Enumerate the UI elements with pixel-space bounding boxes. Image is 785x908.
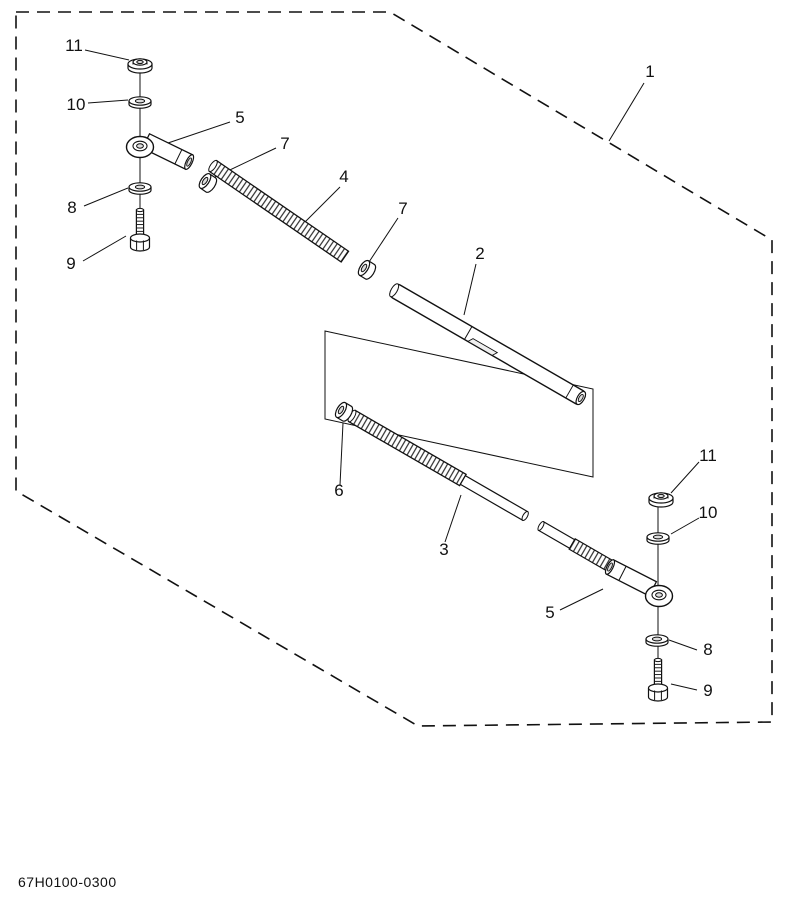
locknut-11-upper xyxy=(127,58,153,74)
washer-8-upper xyxy=(128,182,152,195)
callout-10-upper: 10 xyxy=(67,95,86,114)
axis-lines xyxy=(139,66,659,664)
callout-11-lower: 11 xyxy=(699,446,717,465)
threaded-rod-3-stub xyxy=(537,520,617,574)
threaded-rod-3 xyxy=(347,409,529,522)
threaded-rod-4 xyxy=(208,159,350,263)
callout-7-upper: 7 xyxy=(280,134,289,153)
callout-9-lower: 9 xyxy=(703,681,712,700)
ball-joint-lower xyxy=(604,558,674,608)
washer-10-lower xyxy=(646,532,670,545)
leader-lines xyxy=(82,49,700,691)
locknut-11-lower xyxy=(648,492,674,508)
callout-8-upper: 8 xyxy=(67,198,76,217)
callout-3: 3 xyxy=(439,540,448,559)
callout-8-lower: 8 xyxy=(703,640,712,659)
callout-7-middle: 7 xyxy=(398,199,407,218)
washer-10-upper xyxy=(128,96,152,109)
callout-5-lower: 5 xyxy=(545,603,554,622)
assembly-boundary-outline xyxy=(15,11,773,727)
ball-joint-upper xyxy=(125,132,195,171)
callout-6: 6 xyxy=(334,481,343,500)
callout-2: 2 xyxy=(475,244,484,263)
link-rod-2 xyxy=(389,283,587,406)
diagram-code: 67H0100-0300 xyxy=(18,874,117,890)
bolt-9-upper xyxy=(129,207,151,252)
callout-10-lower: 10 xyxy=(699,503,718,522)
ball-joint-upper-eye xyxy=(125,135,155,159)
callout-9-upper: 9 xyxy=(66,254,75,273)
callout-4: 4 xyxy=(339,167,348,186)
ball-joint-lower-eye xyxy=(644,584,674,608)
callout-labels: 1 11 10 5 7 8 9 4 7 2 6 3 11 10 5 8 9 xyxy=(65,36,717,700)
nut-7-middle xyxy=(355,258,379,282)
reference-plate-outline xyxy=(324,330,594,478)
callout-11-upper: 11 xyxy=(65,36,83,55)
washer-8-lower xyxy=(645,634,669,647)
callout-5-upper: 5 xyxy=(235,108,244,127)
bolt-9-lower xyxy=(647,657,669,702)
callout-1: 1 xyxy=(645,62,654,81)
